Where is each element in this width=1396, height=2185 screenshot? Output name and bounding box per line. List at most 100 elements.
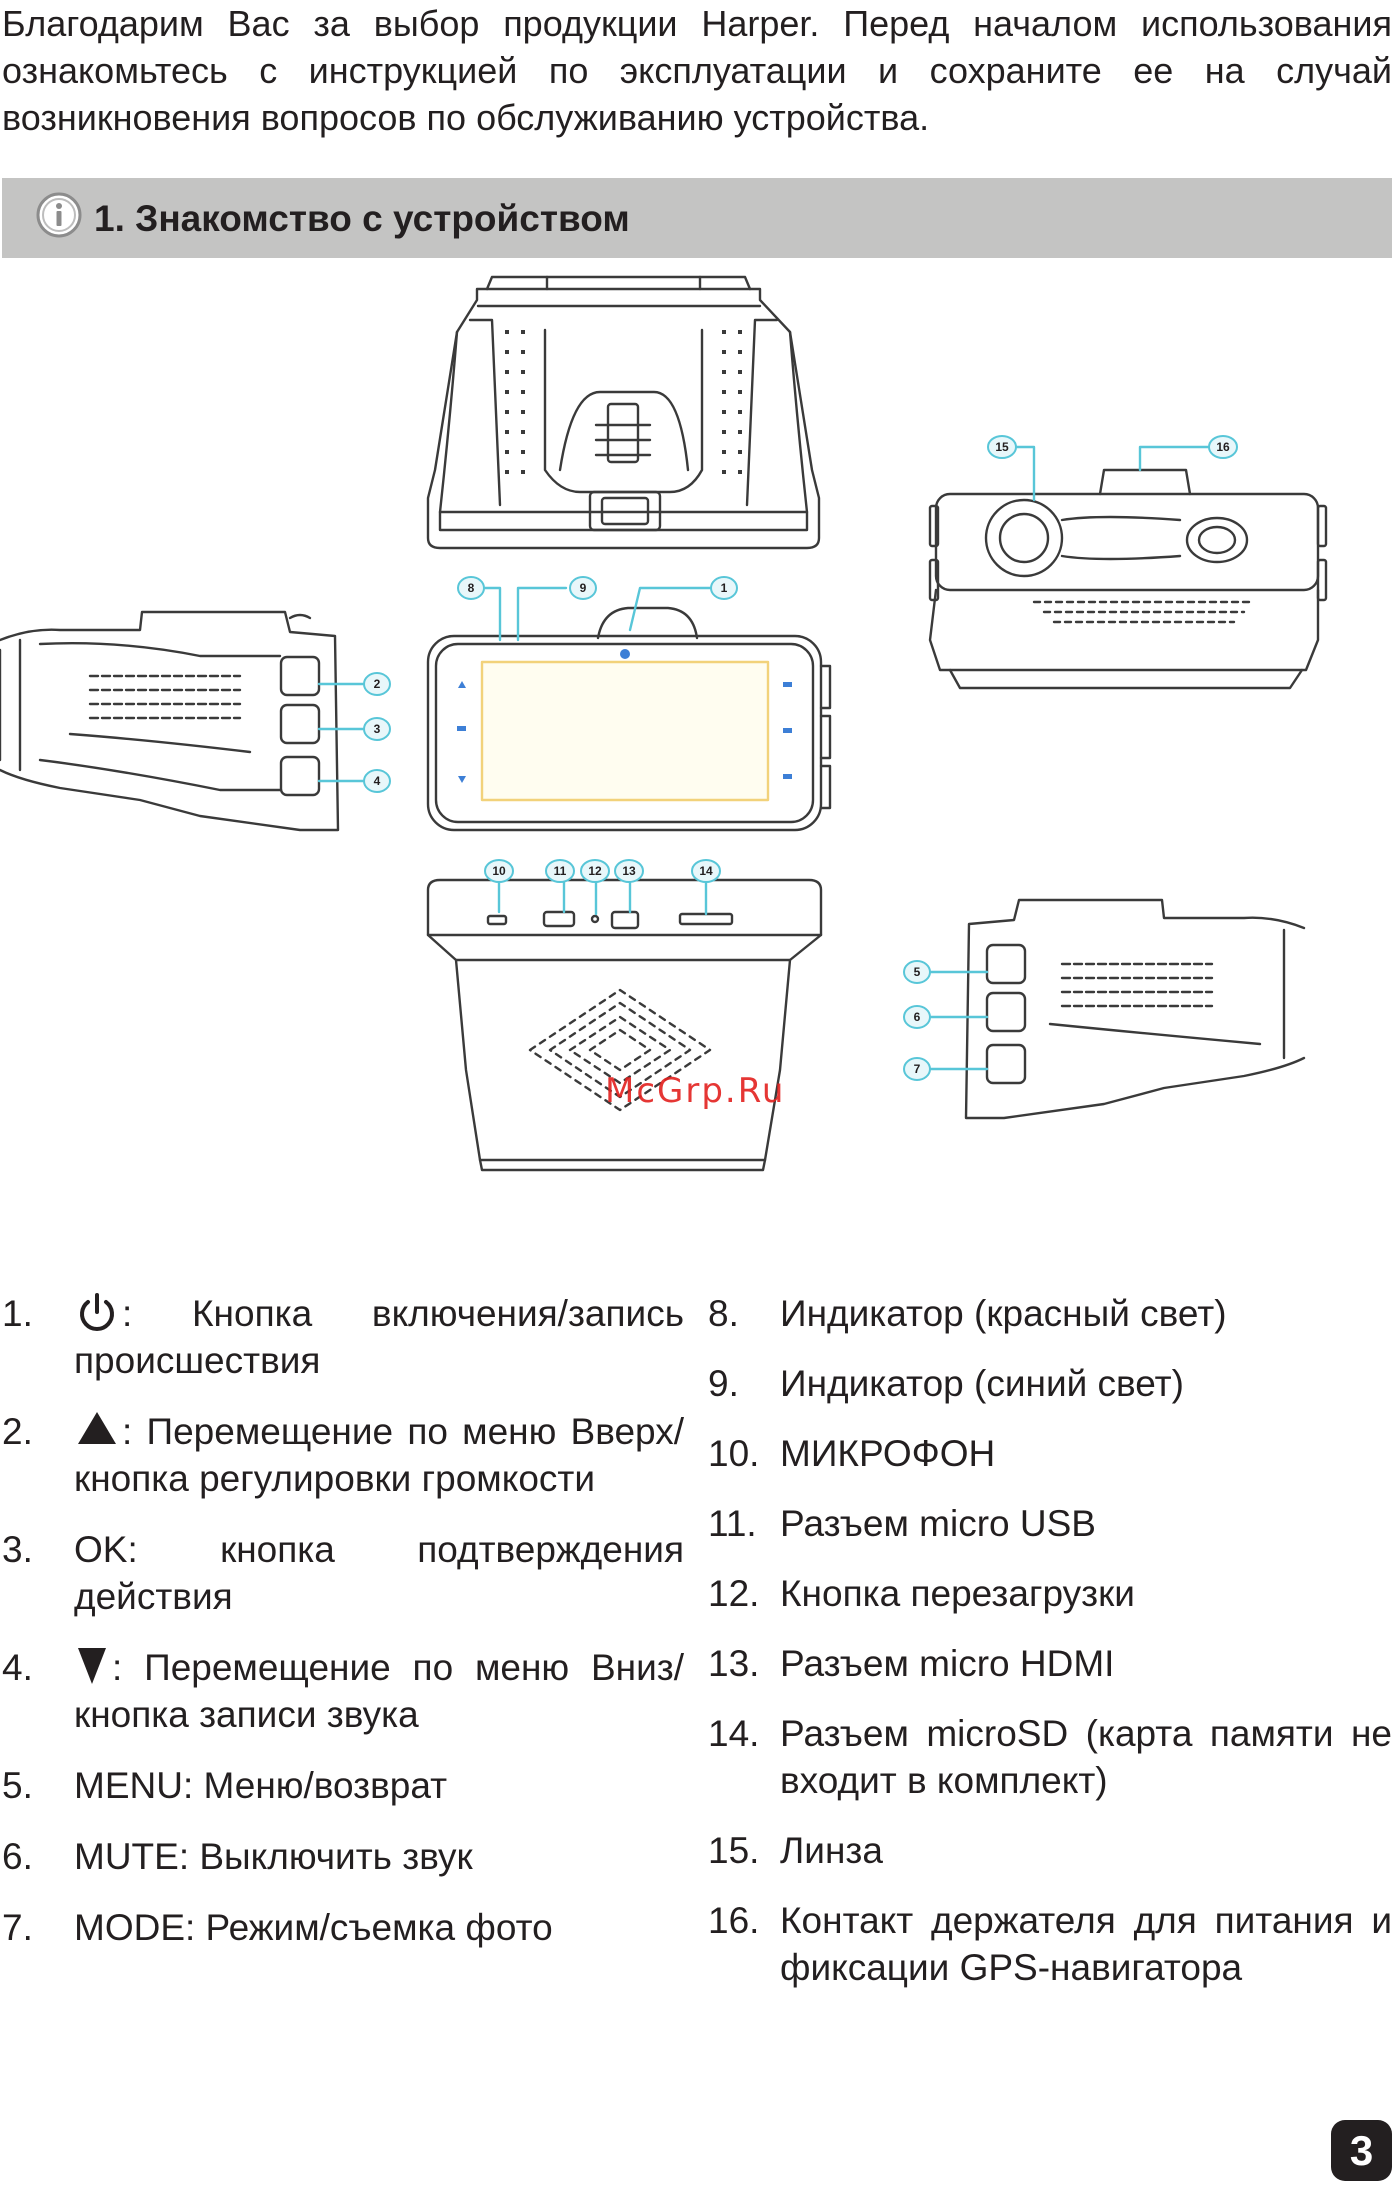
- legend-list-right: 8. Индикатор (красный свет) 9. Индикатор (…: [708, 1290, 1392, 2014]
- device-front-view: [426, 606, 832, 832]
- item-text: Линза: [780, 1830, 883, 1871]
- info-icon: [36, 192, 82, 238]
- list-item: 12. Кнопка перезагрузки: [708, 1570, 1392, 1617]
- svg-text:7: 7: [914, 1062, 921, 1076]
- item-text: Кнопка перезагрузки: [780, 1573, 1135, 1614]
- item-text: OK: кнопка подтверждения действия: [74, 1529, 684, 1617]
- list-item: 3. OK: кнопка подтверждения действия: [2, 1526, 684, 1620]
- svg-text:16: 16: [1216, 440, 1230, 454]
- list-item: 6. MUTE: Выключить звук: [2, 1833, 684, 1880]
- callout-16: 16: [1208, 435, 1238, 459]
- item-text: Разъем micro USB: [780, 1503, 1096, 1544]
- section-title: 1. Знакомство с устройством: [94, 198, 630, 239]
- screen-side-icons: [457, 681, 792, 783]
- list-item: 1. : Кнопка включения/запись происшестви…: [2, 1290, 684, 1384]
- svg-text:11: 11: [554, 864, 567, 878]
- callout-15: 15: [987, 435, 1017, 459]
- item-number: 11.: [708, 1503, 757, 1544]
- svg-text:8: 8: [468, 581, 475, 595]
- callout-11: 11: [545, 859, 575, 883]
- watermark: McGrp.Ru: [605, 1071, 786, 1111]
- svg-text:6: 6: [914, 1010, 921, 1024]
- list-item: 10. МИКРОФОН: [708, 1430, 1392, 1477]
- item-number: 6.: [2, 1836, 33, 1877]
- device-left-view: [0, 610, 340, 832]
- item-number: 5.: [2, 1765, 33, 1806]
- item-number: 3.: [2, 1529, 33, 1570]
- svg-text:10: 10: [492, 864, 506, 878]
- item-text: Индикатор (синий свет): [780, 1363, 1184, 1404]
- triangle-down-icon: [78, 1648, 106, 1684]
- callout-5: 5: [903, 960, 931, 984]
- item-number: 7.: [2, 1907, 33, 1948]
- item-number: 13.: [708, 1643, 760, 1684]
- callout-2: 2: [363, 672, 391, 696]
- device-top-view: [426, 275, 821, 550]
- device-rear-view: [928, 468, 1328, 690]
- item-text: Контакт держателя для питания и фиксации…: [780, 1900, 1392, 1988]
- item-number: 1.: [2, 1293, 33, 1334]
- list-item: 2. : Перемещение по меню Вверх/ кнопка р…: [2, 1408, 684, 1502]
- callout-8: 8: [457, 576, 485, 600]
- callout-badges: 1 2 3 4 5 6 7 8 9 10 11 12 13 14 15 16: [363, 435, 1238, 1081]
- svg-text:2: 2: [374, 677, 381, 691]
- callout-3: 3: [363, 717, 391, 741]
- section-header: 1. Знакомство с устройством: [2, 178, 1392, 258]
- device-right-view: [964, 898, 1306, 1120]
- item-text: MENU: Меню/возврат: [74, 1765, 448, 1806]
- callout-lines: [317, 445, 1212, 1071]
- item-number: 8.: [708, 1293, 739, 1334]
- list-item: 13. Разъем micro HDMI: [708, 1640, 1392, 1687]
- callout-10: 10: [484, 859, 514, 883]
- power-icon: [80, 1293, 114, 1331]
- svg-text:12: 12: [588, 864, 602, 878]
- callout-12: 12: [580, 859, 610, 883]
- item-text: : Перемещение по меню Вниз/ кнопка запис…: [74, 1647, 684, 1735]
- item-number: 4.: [2, 1647, 33, 1688]
- callout-7: 7: [903, 1057, 931, 1081]
- svg-text:13: 13: [622, 864, 636, 878]
- list-item: 9. Индикатор (синий свет): [708, 1360, 1392, 1407]
- item-number: 10.: [708, 1433, 760, 1474]
- svg-text:14: 14: [699, 864, 713, 878]
- item-number: 2.: [2, 1411, 33, 1452]
- list-item: 14. Разъем microSD (карта памяти не входи…: [708, 1710, 1392, 1804]
- speaker-grille: [528, 988, 712, 1112]
- item-number: 9.: [708, 1363, 739, 1404]
- legend-list-left: 1. : Кнопка включения/запись происшестви…: [2, 1290, 684, 1975]
- list-item: 15. Линза: [708, 1827, 1392, 1874]
- list-item: 4. : Перемещение по меню Вниз/ кнопка за…: [2, 1644, 684, 1738]
- page-number-badge: 3: [1331, 2120, 1392, 2181]
- item-text: Индикатор (красный свет): [780, 1293, 1227, 1334]
- item-number: 12.: [708, 1573, 760, 1614]
- callout-9: 9: [569, 576, 597, 600]
- top-vent-dots: [505, 330, 742, 474]
- item-text: Разъем micro HDMI: [780, 1643, 1115, 1684]
- item-text: MUTE: Выключить звук: [74, 1836, 473, 1877]
- svg-text:4: 4: [374, 774, 381, 788]
- svg-text:9: 9: [580, 581, 587, 595]
- callout-13: 13: [614, 859, 644, 883]
- triangle-up-icon: [78, 1412, 116, 1444]
- svg-text:3: 3: [374, 722, 381, 736]
- item-text: : Перемещение по меню Вверх/ кнопка регу…: [74, 1411, 684, 1499]
- intro-paragraph: Благодарим Вас за выбор продукции Harper…: [2, 3, 1392, 138]
- item-text: Разъем microSD (карта памяти не входит в…: [780, 1713, 1392, 1801]
- list-item: 16. Контакт держателя для питания и фикса…: [708, 1897, 1392, 1991]
- item-text: MODE: Режим/съемка фото: [74, 1907, 553, 1948]
- device-bottom-view: [426, 878, 823, 1172]
- list-item: 8. Индикатор (красный свет): [708, 1290, 1392, 1337]
- item-number: 16.: [708, 1900, 760, 1941]
- callout-14: 14: [691, 859, 721, 883]
- item-number: 15.: [708, 1830, 760, 1871]
- device-diagram: 1 2 3 4 5 6 7 8 9 10 11 12 13 14 15 16: [0, 275, 1328, 1172]
- item-number: 14.: [708, 1713, 760, 1754]
- svg-text:15: 15: [995, 440, 1009, 454]
- svg-text:5: 5: [914, 965, 921, 979]
- callout-4: 4: [363, 769, 391, 793]
- list-item: 11. Разъем micro USB: [708, 1500, 1392, 1547]
- list-item: 7. MODE: Режим/съемка фото: [2, 1904, 684, 1951]
- item-text: : Кнопка включения/запись происшествия: [74, 1293, 684, 1381]
- item-text: МИКРОФОН: [780, 1433, 996, 1474]
- list-item: 5. MENU: Меню/возврат: [2, 1762, 684, 1809]
